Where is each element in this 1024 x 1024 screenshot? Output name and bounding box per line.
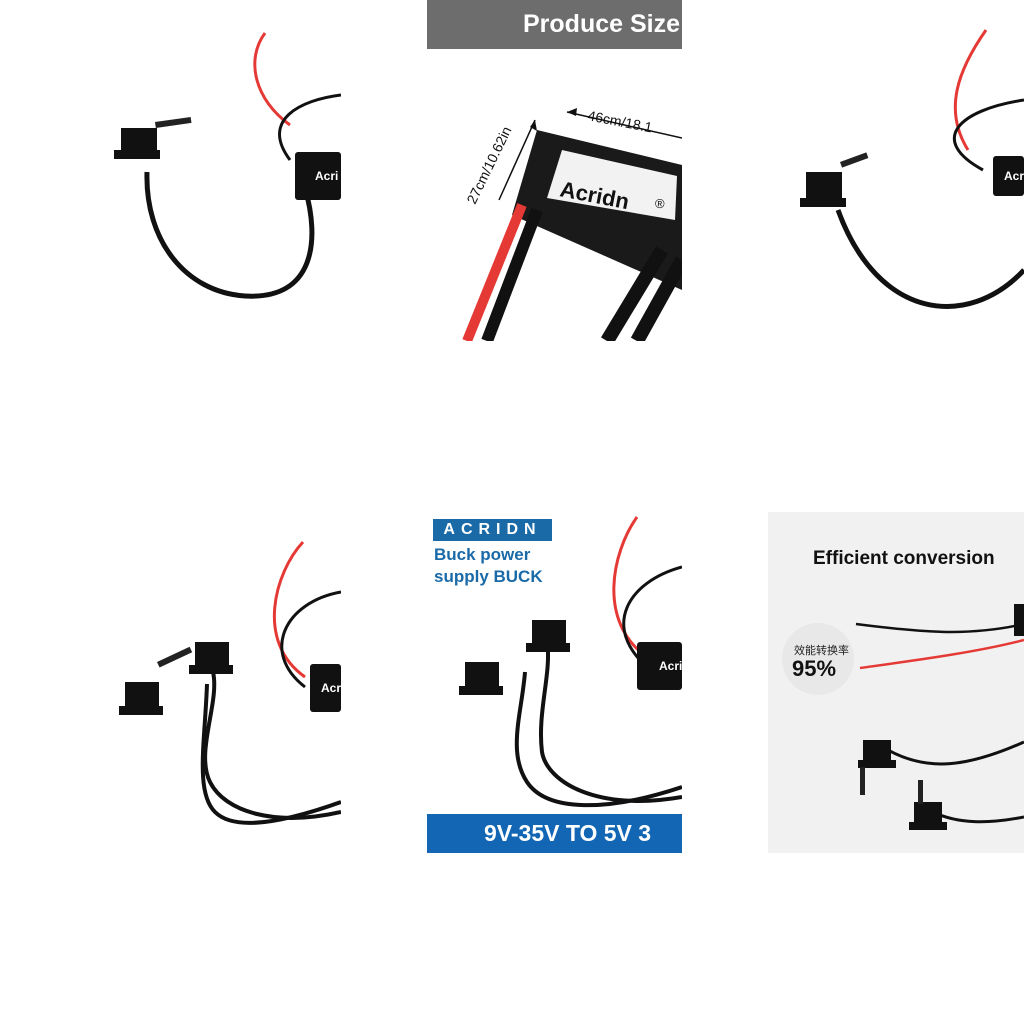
brand-logo-box: ACRIDN [433, 519, 552, 541]
efficiency-badge [782, 623, 854, 695]
efficiency-tile: Efficient conversion 效能转换率 95% [768, 512, 1024, 853]
cable-illustration: Acri [459, 516, 682, 808]
efficiency-title: Efficient conversion [813, 548, 995, 569]
product-image-dual-cable: Acri [85, 512, 341, 853]
converter-label: Acri [315, 169, 338, 183]
voltage-banner: 9V-35V TO 5V 3 [427, 814, 682, 853]
cable-illustration: Acri [800, 29, 1024, 309]
product-image-single-cable-right: Acri [768, 0, 1024, 341]
subtitle-line-1: Buck power [434, 545, 531, 564]
efficiency-badge-label: 效能转换率 [794, 644, 849, 657]
converter-label: Acri [321, 681, 341, 695]
product-size-tile: Produce Size 46cm/18.1 27cm/10.62in Acri… [427, 0, 682, 341]
subtitle-line-2: supply BUCK [434, 567, 543, 586]
brand-subtitle: Buck power supply BUCK [434, 544, 543, 588]
produce-size-header: Produce Size [427, 0, 682, 49]
cable-illustration: Acri [119, 540, 341, 825]
cable-illustration [855, 604, 1024, 830]
product-image-single-cable: Acri [85, 0, 341, 341]
dimension-height: 27cm/10.62in [463, 124, 514, 207]
size-illustration: 46cm/18.1 27cm/10.62in Acridn ® [462, 107, 682, 341]
converter-label: Acri [1004, 169, 1024, 183]
efficiency-percent: 95% [792, 656, 837, 681]
converter-label: Acri [659, 659, 682, 673]
registered-mark: ® [655, 196, 665, 211]
cable-illustration: Acri [114, 32, 341, 299]
dimension-width: 46cm/18.1 [586, 107, 653, 135]
brand-banner-tile: Acri ACRIDN Buck power supply BUCK 9V-35… [427, 512, 682, 853]
